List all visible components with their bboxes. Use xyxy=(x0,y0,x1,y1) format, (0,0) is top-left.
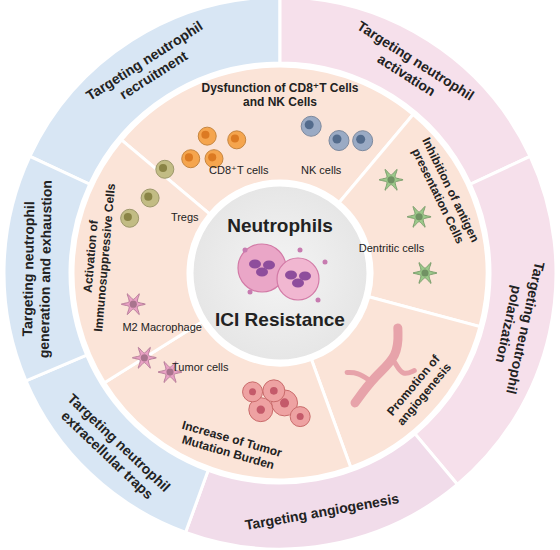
sector-heading: Promotion of angiogenesis xyxy=(367,331,473,449)
neutrophil-nucleus xyxy=(249,260,261,269)
nk-cell xyxy=(353,131,373,151)
cell-label: NK cells xyxy=(286,164,356,177)
dendritic-cell-nucleus xyxy=(421,269,428,276)
cell-label: Tumor cells xyxy=(160,361,240,374)
segment-label: Targeting neutrophil generation and exha… xyxy=(18,168,55,369)
granule xyxy=(298,248,303,253)
cd8-t-cell xyxy=(198,127,216,145)
tumor-nucleus xyxy=(249,388,256,395)
center-label: ICI Resistance xyxy=(200,309,360,332)
granule xyxy=(243,248,248,253)
segment-label: Targeting neutrophil extracellular traps xyxy=(39,379,185,520)
cell-label: CD8⁺T cells xyxy=(194,164,284,177)
treg-cell xyxy=(141,189,159,207)
cell-label: M2 Macrophage xyxy=(112,321,212,334)
neutrophil-nucleus xyxy=(285,271,297,280)
sector-heading: Increase of Tumor Mutation Burden xyxy=(154,412,306,481)
dendritic-cell-nucleus xyxy=(415,213,422,220)
granule xyxy=(248,290,253,295)
segment-label: Targeting neutrophil recruitment xyxy=(69,8,230,128)
nk-cell xyxy=(301,116,321,136)
cell-label: Dentritic cells xyxy=(347,243,437,256)
treg-cell xyxy=(156,160,174,178)
cd8-t-cell xyxy=(182,150,200,168)
neutrophil xyxy=(277,258,319,300)
tumor-cell xyxy=(263,380,285,402)
m2-macrophage-nucleus xyxy=(141,354,148,361)
segment-label: Targeting angiogenesis xyxy=(237,489,407,535)
tumor-cell xyxy=(290,407,310,427)
granule xyxy=(316,298,321,303)
sector-heading: Dysfunction of CD8⁺T Cells and NK Cells xyxy=(195,81,365,110)
sector-heading: Activation of Immunosuppressive Cells xyxy=(76,176,119,338)
m2-macrophage-nucleus xyxy=(130,301,137,308)
dendritic-cell-nucleus xyxy=(387,176,394,183)
tumor-nucleus xyxy=(257,405,265,413)
center-label: Neutrophils xyxy=(200,215,360,238)
treg-cell xyxy=(121,209,139,227)
cell-label: Tregs xyxy=(160,211,210,224)
cd8-t-cell xyxy=(228,131,246,149)
tumor-cell xyxy=(243,382,263,402)
tumor-nucleus xyxy=(270,387,278,395)
nk-cell xyxy=(329,131,349,151)
tumor-nucleus xyxy=(280,398,289,407)
tumor-nucleus xyxy=(297,413,304,420)
neutrophil-nucleus xyxy=(263,261,275,270)
segment-label: Targeting neutrophil polarization xyxy=(482,239,552,412)
neutrophil-nucleus xyxy=(299,272,311,281)
granule xyxy=(323,260,328,265)
segment-label: Targeting neutrophil activation xyxy=(330,8,491,128)
